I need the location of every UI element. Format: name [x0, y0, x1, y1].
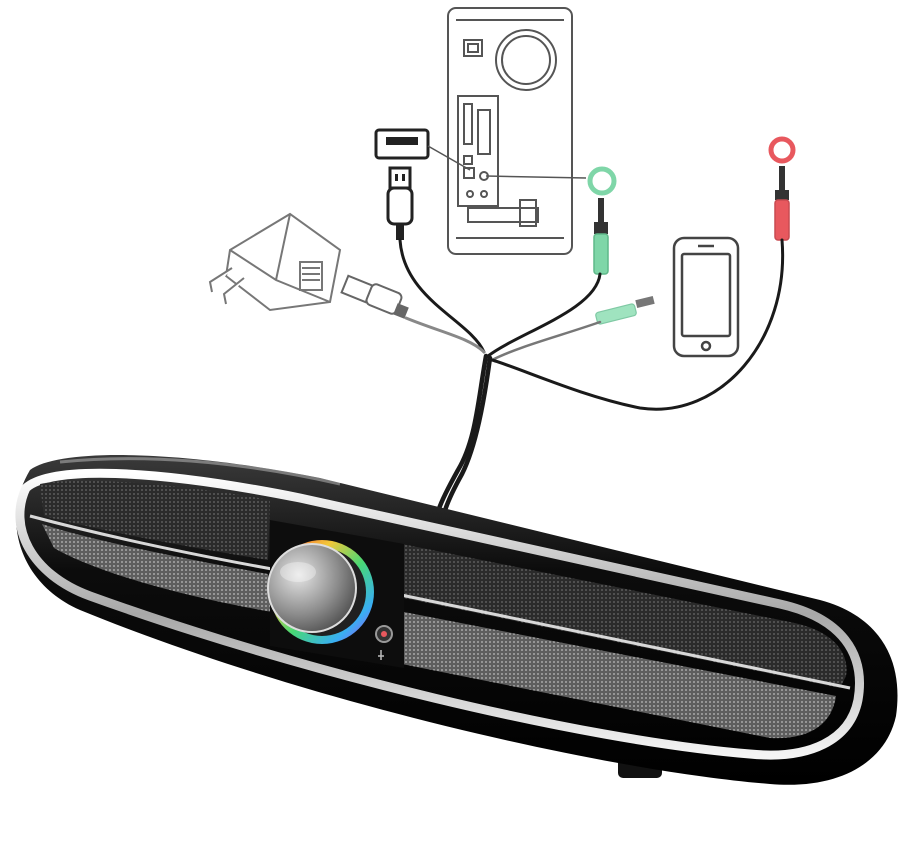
- volume-knob[interactable]: [267, 543, 357, 633]
- chrome-trim: [15, 468, 864, 760]
- computer-tower-icon: [447, 7, 573, 255]
- green-audio-plug: [593, 198, 609, 275]
- cables: [398, 238, 785, 517]
- mic-symbol-icon: [378, 650, 384, 660]
- usb-plug-icon: [386, 166, 414, 240]
- speaker-grille-upper-right: [402, 544, 847, 688]
- power-usb-plug: [340, 274, 409, 319]
- smartphone-icon: [672, 236, 740, 358]
- audio-out-ring-icon: [587, 166, 617, 196]
- phone-audio-plug: [595, 295, 655, 325]
- speaker-grille-lower-right: [402, 612, 836, 739]
- soundbar-speaker: [15, 455, 898, 785]
- red-mic-plug: [774, 166, 790, 241]
- speaker-grille-upper-left: [40, 480, 270, 560]
- usb-port-icon: [374, 128, 430, 160]
- mic-in-ring-icon: [768, 136, 796, 164]
- power-adapter-icon: [208, 212, 342, 312]
- speaker-grille-lower-left: [42, 524, 272, 612]
